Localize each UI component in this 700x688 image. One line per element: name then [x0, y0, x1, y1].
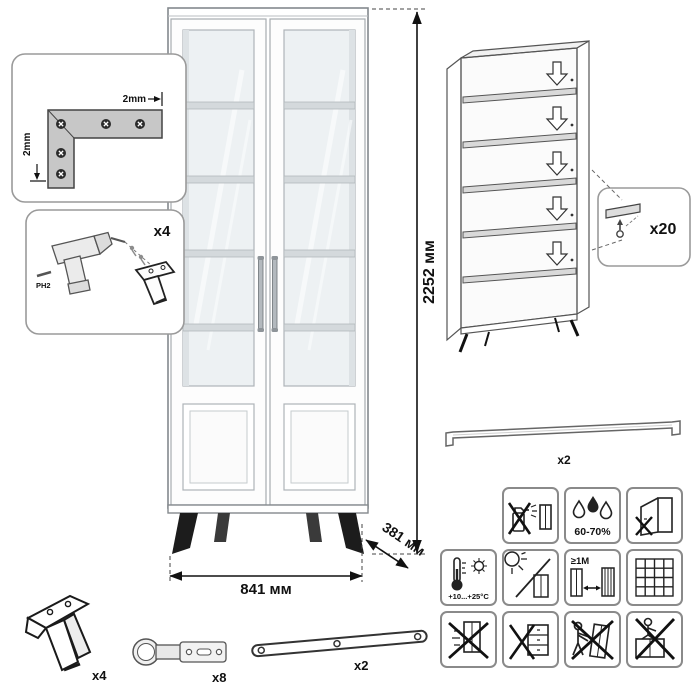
icon-no-wet-cleaning	[502, 487, 559, 544]
thermometer-icon: +10...+25°C	[448, 557, 489, 601]
icon-no-open-door-load	[502, 611, 559, 668]
sunlight-icon	[504, 551, 551, 598]
bracket-screws	[56, 119, 145, 179]
corner-joint-detail: 2mm 2mm	[11, 53, 187, 203]
heater-distance-icon: ≥1M	[570, 556, 615, 597]
distance-value-label: ≥1M	[571, 556, 589, 567]
shelf-insert-arrows	[545, 61, 569, 266]
height-dimension-label: 2252 мм	[421, 240, 438, 304]
icon-no-door-lean	[626, 487, 683, 544]
no-spray-icon	[507, 502, 552, 535]
icon-ventilation-grid	[626, 549, 683, 606]
icon-temperature-range: +10...+25°C	[440, 549, 497, 606]
cabinet-legs	[172, 513, 364, 554]
open-door-icon	[635, 497, 673, 536]
grid-icon	[635, 558, 674, 597]
icon-no-pushing	[564, 611, 621, 668]
shelf-pin-detail: x20	[597, 187, 691, 267]
temperature-value-label: +10...+25°C	[448, 592, 489, 601]
drill-icon	[51, 231, 126, 295]
leg-part: x4	[24, 594, 107, 683]
drill-qty-label: x4	[154, 223, 171, 240]
door-handles	[257, 256, 278, 332]
corner-offset-top-label: 2mm	[123, 94, 146, 105]
leg-mounting-detail: PH2 x4	[25, 209, 185, 335]
shelf-installation-view	[446, 39, 590, 353]
icon-no-climbing	[626, 611, 683, 668]
hinge-qty-label: x8	[212, 670, 226, 685]
cabinet-shelves	[182, 101, 356, 332]
no-drag-icon	[448, 621, 489, 660]
care-icon-grid: 60-70% +10...+25°C	[440, 487, 688, 675]
no-drawer-load-icon	[508, 624, 549, 660]
handle-rail-part: x2	[445, 420, 681, 467]
bracket-qty-label: x2	[354, 658, 368, 673]
icon-avoid-sunlight	[502, 549, 559, 606]
no-push-icon	[571, 619, 614, 661]
leg-qty-label: x4	[92, 668, 107, 683]
width-dimension-label: 841 мм	[240, 581, 291, 598]
rail-qty-label: x2	[557, 453, 571, 467]
no-climb-icon	[634, 617, 676, 660]
screws	[129, 245, 146, 266]
humidity-value-label: 60-70%	[574, 526, 611, 538]
main-cabinet-view	[167, 7, 369, 554]
hinge-part: x8	[132, 638, 227, 685]
icon-humidity-range: 60-70%	[564, 487, 621, 544]
flat-bracket-part: x2	[251, 629, 428, 673]
bit-label: PH2	[36, 281, 51, 290]
pin-qty-label: x20	[650, 221, 677, 238]
icon-no-dragging	[440, 611, 497, 668]
corner-offset-side-label: 2mm	[22, 133, 33, 156]
leg-bracket-icon	[134, 260, 176, 306]
humidity-icon: 60-70%	[572, 496, 613, 538]
loose-shelves	[462, 87, 577, 284]
icon-heater-distance: ≥1M	[564, 549, 621, 606]
shelf-pins	[570, 78, 574, 262]
